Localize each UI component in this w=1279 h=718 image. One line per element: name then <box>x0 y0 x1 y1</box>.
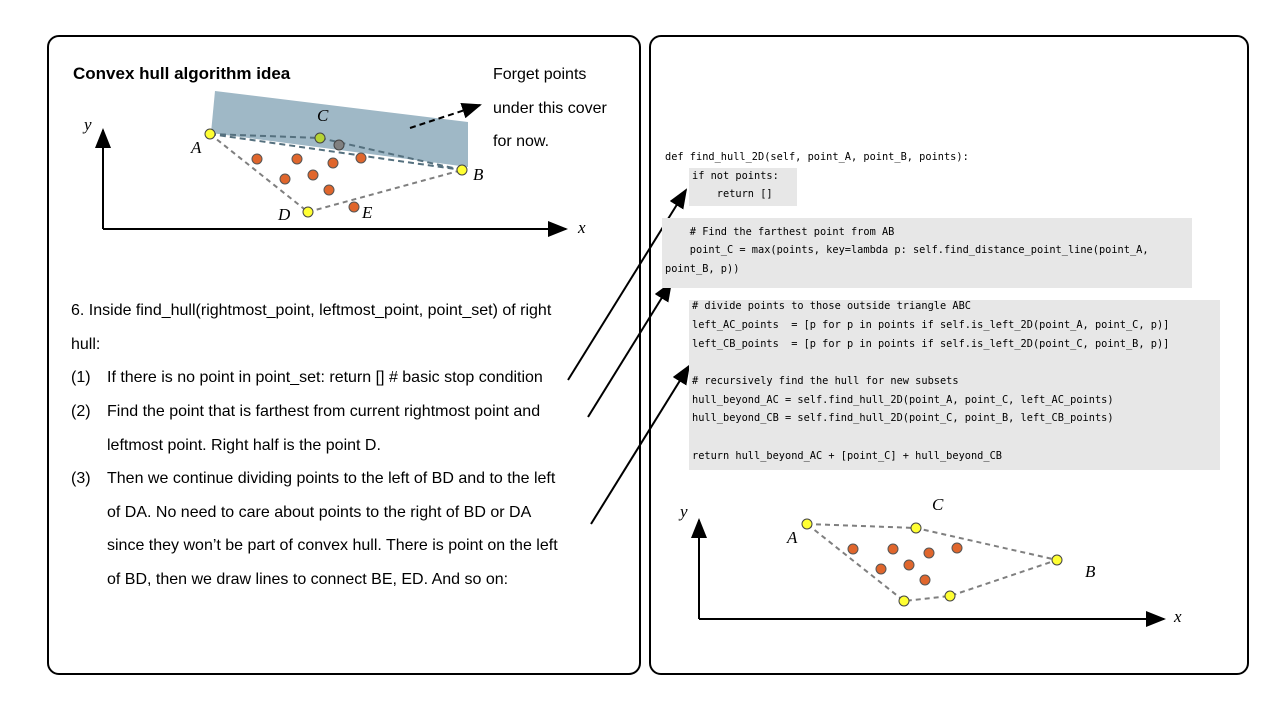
hull-point-C <box>910 522 922 534</box>
point-covered <box>333 139 345 151</box>
code-block-3-line-2: left_AC_points = [p for p in points if s… <box>692 319 1170 331</box>
point <box>323 184 335 196</box>
right-label-C: C <box>932 495 944 514</box>
right-y-label: y <box>680 502 688 521</box>
point-A <box>204 128 216 140</box>
note-line-2: under this cover <box>493 100 607 117</box>
point <box>875 563 887 575</box>
step-3-line-2: of DA. No need to care about points to t… <box>107 504 532 521</box>
step-intro-line-1: 6. Inside find_hull(rightmost_point, lef… <box>71 302 552 319</box>
step-3-line-4: of BD, then we draw lines to connect BE,… <box>107 571 509 588</box>
code-box-2 <box>662 218 1192 288</box>
note-line-1: Forget points <box>493 66 587 83</box>
hull-point <box>944 590 956 602</box>
step-2-line-2: leftmost point. Right half is the point … <box>107 437 381 454</box>
hull-point-B <box>1051 554 1063 566</box>
point <box>251 153 263 165</box>
line-AB <box>209 133 463 171</box>
x-label: x <box>578 218 586 237</box>
hull-point-A <box>801 518 813 530</box>
hull-point <box>898 595 910 607</box>
code-block-2-line-3: point_B, p)) <box>665 263 740 275</box>
arrow-step3-to-code <box>590 364 691 525</box>
code-box-3 <box>689 300 1220 470</box>
step-2-number: (2) <box>71 403 91 420</box>
point-E <box>348 201 360 213</box>
code-block-1-line-2: return [] <box>692 188 773 200</box>
code-block-3-line-6: hull_beyond_AC = self.find_hull_2D(point… <box>692 394 1114 406</box>
point <box>903 559 915 571</box>
code-def-line: def find_hull_2D(self, point_A, point_B,… <box>665 151 969 163</box>
code-block-3-line-9: return hull_beyond_AC + [point_C] + hull… <box>692 450 1002 462</box>
right-label-A: A <box>787 528 798 547</box>
point <box>923 547 935 559</box>
cover-region <box>211 91 468 167</box>
note-arrow <box>409 103 482 129</box>
point-C <box>314 132 326 144</box>
line-AD <box>209 133 309 213</box>
label-E: E <box>362 203 373 222</box>
label-A: A <box>191 138 202 157</box>
point <box>307 169 319 181</box>
final-hull <box>803 522 1061 603</box>
note-line-3: for now. <box>493 133 550 150</box>
step-1-number: (1) <box>71 369 91 386</box>
code-block-3-line-1: # divide points to those outside triangl… <box>692 300 971 312</box>
point <box>279 173 291 185</box>
label-C: C <box>317 106 329 125</box>
step-3-number: (3) <box>71 470 91 487</box>
step-1-line-1: If there is no point in point_set: retur… <box>107 369 543 386</box>
point <box>951 542 963 554</box>
code-block-1-line-1: if not points: <box>692 170 779 182</box>
code-block-3-line-3: left_CB_points = [p for p in points if s… <box>692 338 1170 350</box>
y-label: y <box>84 115 92 134</box>
right-x-label: x <box>1174 607 1182 626</box>
code-box-1 <box>689 168 797 206</box>
code-block-2-line-2: point_C = max(points, key=lambda p: self… <box>665 244 1149 256</box>
label-B: B <box>473 165 484 184</box>
point-D <box>302 206 314 218</box>
point <box>327 157 339 169</box>
step-2-line-1: Find the point that is farthest from cur… <box>107 403 541 420</box>
arrow-step2-to-code <box>587 281 673 418</box>
point-B <box>456 164 468 176</box>
point <box>291 153 303 165</box>
step-3-line-1: Then we continue dividing points to the … <box>107 470 556 487</box>
code-block-3-line-7: hull_beyond_CB = self.find_hull_2D(point… <box>692 412 1114 424</box>
step-3-line-3: since they won’t be part of convex hull.… <box>107 537 558 554</box>
point <box>919 574 931 586</box>
right-label-B: B <box>1085 562 1096 581</box>
label-D: D <box>278 205 291 224</box>
code-block-2-line-1: # Find the farthest point from AB <box>665 226 895 238</box>
point <box>847 543 859 555</box>
slide-title: Convex hull algorithm idea <box>73 64 291 83</box>
code-block-3-line-5: # recursively find the hull for new subs… <box>692 375 959 387</box>
point <box>887 543 899 555</box>
step-intro-line-2: hull: <box>71 336 101 353</box>
point <box>355 152 367 164</box>
